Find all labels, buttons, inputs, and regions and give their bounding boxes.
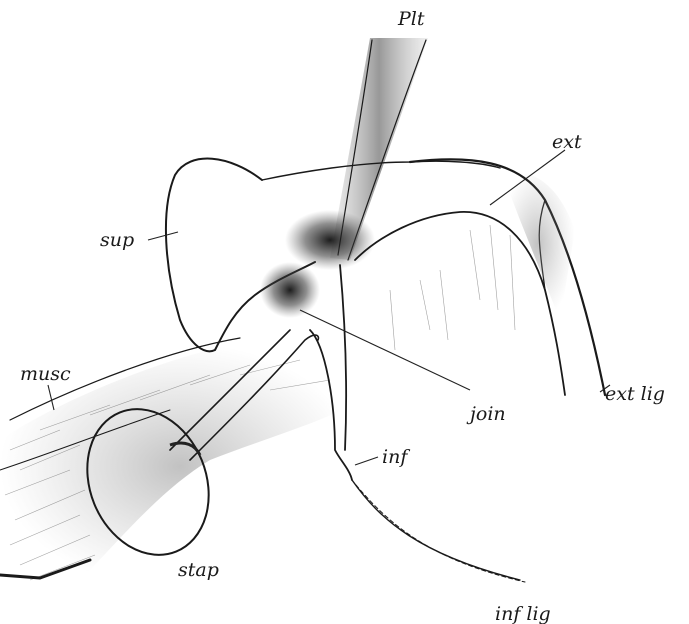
label-sup: sup [100,229,134,251]
dark-mass-join [260,262,320,318]
label-plt: Plt [397,8,425,30]
label-ext: ext [552,131,582,153]
label-join: join [466,403,506,425]
label-inf-lig: inf lig [495,603,551,624]
label-musc: musc [20,363,71,385]
dark-mass-upper [285,210,375,270]
label-inf: inf [382,446,410,468]
label-ext-lig: ext lig [605,383,665,405]
external-process [355,159,605,395]
label-stap: stap [178,559,219,581]
